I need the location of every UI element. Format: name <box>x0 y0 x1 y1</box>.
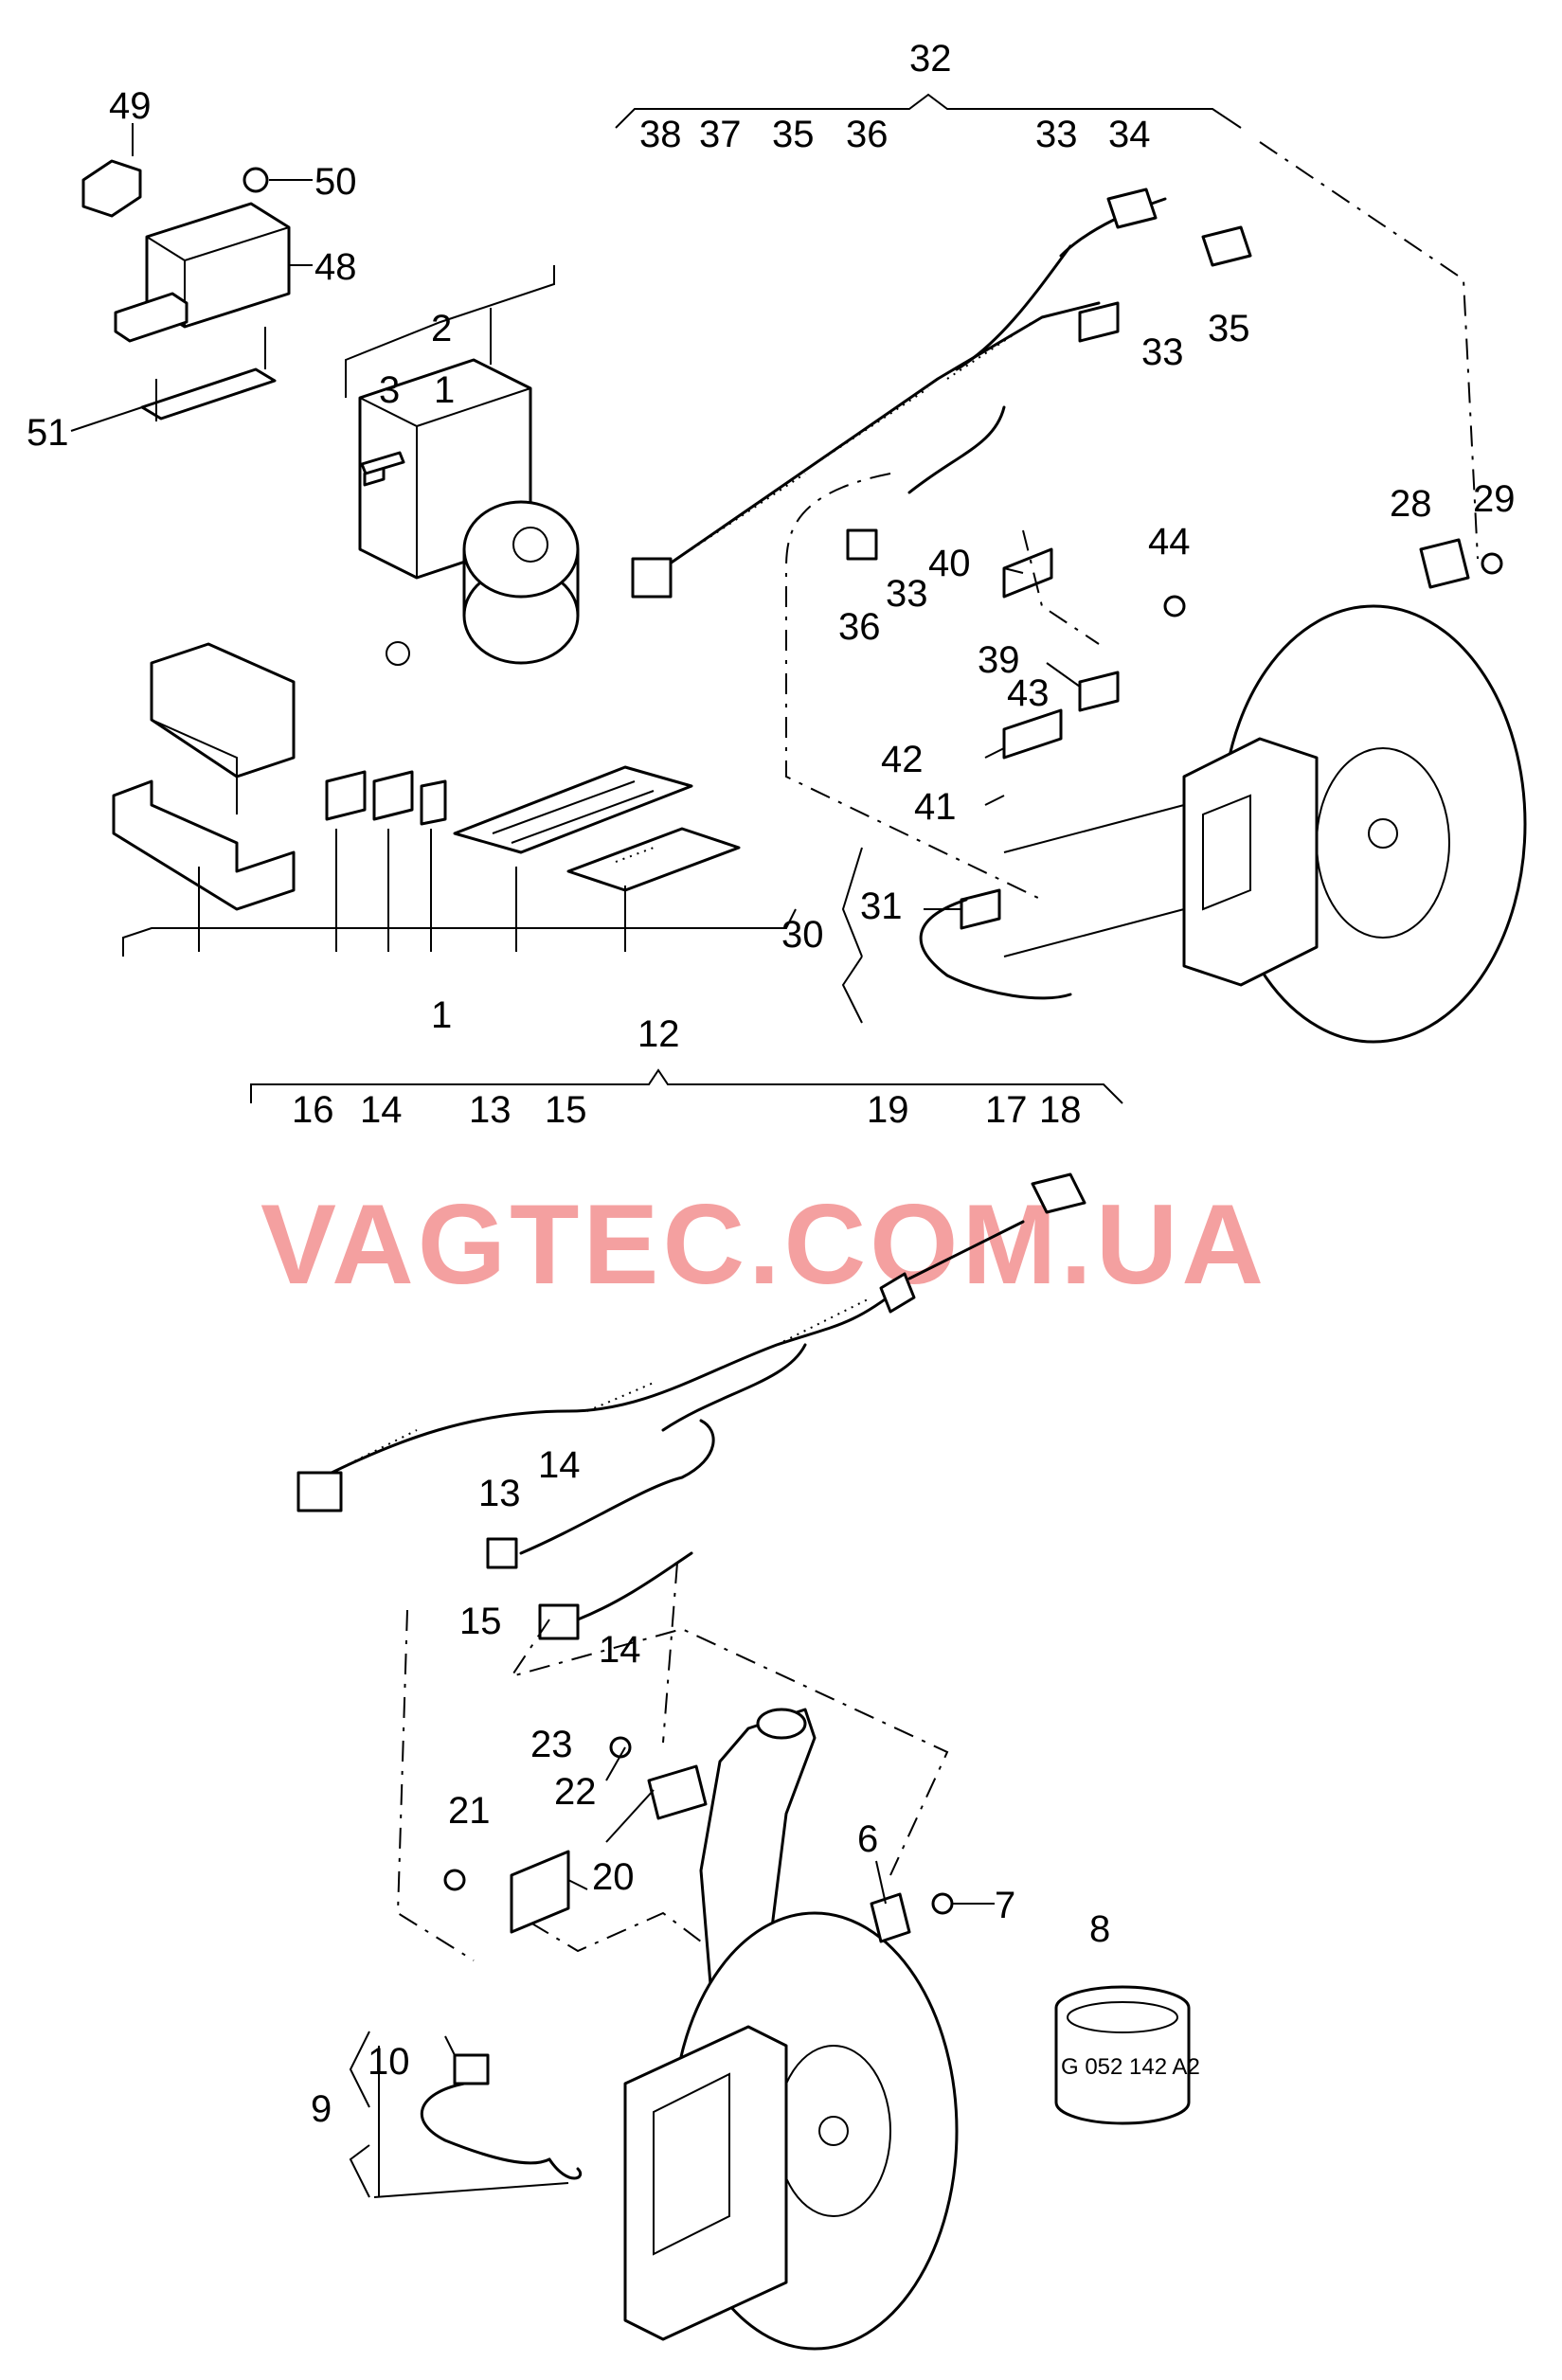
bracket-20[interactable] <box>510 1850 570 1934</box>
callout-48: 48 <box>314 246 357 288</box>
callout-2: 2 <box>431 308 452 349</box>
callout-23: 23 <box>530 1724 573 1765</box>
callout-28: 28 <box>1390 483 1432 525</box>
connector-34[interactable] <box>1106 188 1158 229</box>
callout-14-low: 14 <box>599 1629 641 1671</box>
callout-14-top: 14 <box>360 1089 403 1131</box>
watermark-text: VAGTEC.COM.UA <box>260 1181 1267 1308</box>
abs-unit-group <box>358 358 580 666</box>
callout-33-right: 33 <box>1141 331 1184 373</box>
connector-35[interactable] <box>1201 225 1252 267</box>
bracket-51[interactable] <box>140 367 277 421</box>
rear-brake-group <box>1003 604 1527 1044</box>
callout-10: 10 <box>368 2041 410 2083</box>
callout-12: 12 <box>637 1013 680 1055</box>
bracket-39[interactable] <box>1002 547 1053 599</box>
speed-sensor-28[interactable] <box>1419 538 1470 589</box>
callout-35-right: 35 <box>1208 308 1250 349</box>
callout-1-bottom: 1 <box>431 994 452 1036</box>
connector-16[interactable] <box>296 1471 343 1512</box>
callout-34: 34 <box>1108 114 1151 155</box>
callout-1-top: 1 <box>434 369 455 411</box>
clip-19[interactable] <box>879 1272 916 1314</box>
callout-19: 19 <box>867 1089 909 1131</box>
bracket-22[interactable] <box>647 1764 708 1820</box>
callout-33-mid: 33 <box>886 573 928 615</box>
instruction-sheet <box>453 765 693 854</box>
callout-30: 30 <box>781 914 824 956</box>
callout-13-mid: 13 <box>478 1473 521 1514</box>
callout-51: 51 <box>27 412 69 454</box>
nut-44[interactable] <box>1163 595 1186 617</box>
screw-1[interactable] <box>420 779 447 826</box>
relay-49[interactable] <box>81 159 142 218</box>
callout-9: 9 <box>311 2088 332 2130</box>
bolt-29[interactable] <box>1481 552 1503 575</box>
callout-38: 38 <box>639 114 682 155</box>
callout-32: 32 <box>909 38 952 80</box>
sleeve-33[interactable] <box>1078 301 1120 343</box>
callout-13-top: 13 <box>469 1089 512 1131</box>
callout-44: 44 <box>1148 521 1191 563</box>
front-caliper <box>623 2025 788 2341</box>
callout-36-mid: 36 <box>838 606 881 648</box>
control-unit[interactable] <box>150 642 296 778</box>
callout-43: 43 <box>1007 672 1050 714</box>
callout-8: 8 <box>1089 1908 1110 1950</box>
callout-15-mid: 15 <box>459 1601 502 1642</box>
callout-33-top: 33 <box>1035 114 1078 155</box>
grommet-1b[interactable] <box>372 770 414 821</box>
connector-36[interactable] <box>846 528 878 561</box>
callout-7: 7 <box>995 1885 1015 1926</box>
callout-37: 37 <box>699 114 742 155</box>
connector-31[interactable] <box>960 888 1001 930</box>
callout-21: 21 <box>448 1790 491 1832</box>
clip-43[interactable] <box>1078 671 1120 712</box>
callout-36-top: 36 <box>846 114 889 155</box>
callout-42: 42 <box>881 739 924 780</box>
front-brake-group <box>373 1708 959 2351</box>
callout-17: 17 <box>985 1089 1028 1131</box>
connector-10[interactable] <box>453 2053 490 2085</box>
connector-18[interactable] <box>1031 1172 1086 1214</box>
bolt-21[interactable] <box>443 1869 466 1891</box>
callout-49: 49 <box>109 85 152 127</box>
callout-40: 40 <box>928 543 971 584</box>
callout-14-mid: 14 <box>538 1444 581 1486</box>
speed-sensor-6[interactable] <box>870 1892 911 1943</box>
callout-22: 22 <box>554 1771 597 1813</box>
callout-29: 29 <box>1473 478 1516 520</box>
bolt-7[interactable] <box>931 1892 954 1915</box>
callout-20: 20 <box>592 1856 635 1898</box>
callout-50: 50 <box>314 161 357 203</box>
connector-13[interactable] <box>486 1537 518 1569</box>
callout-6: 6 <box>857 1818 878 1860</box>
tube-label: G 052 142 A2 <box>1061 2054 1200 2080</box>
grease-packet <box>566 827 741 892</box>
grommet-1a[interactable] <box>325 770 367 821</box>
front-harness-group <box>250 1068 1123 1640</box>
nut-50[interactable] <box>242 167 269 193</box>
callout-31: 31 <box>860 886 903 927</box>
callout-35-top: 35 <box>772 114 815 155</box>
callout-39: 39 <box>978 639 1020 681</box>
callout-15-top: 15 <box>545 1089 587 1131</box>
rear-harness-group <box>615 93 1503 1000</box>
bolt-3[interactable] <box>360 451 405 475</box>
callout-3: 3 <box>379 369 400 411</box>
connector-15[interactable] <box>538 1603 580 1640</box>
yaw-sensor-group <box>70 123 313 432</box>
callout-16: 16 <box>292 1089 334 1131</box>
grease-tube-8: G 052 142 A2 <box>1054 1985 1200 2125</box>
connector-38[interactable] <box>631 557 673 599</box>
ecu-group <box>112 642 741 911</box>
callout-41: 41 <box>914 786 957 828</box>
bracket-41[interactable] <box>1002 708 1063 760</box>
callout-18: 18 <box>1039 1089 1082 1131</box>
